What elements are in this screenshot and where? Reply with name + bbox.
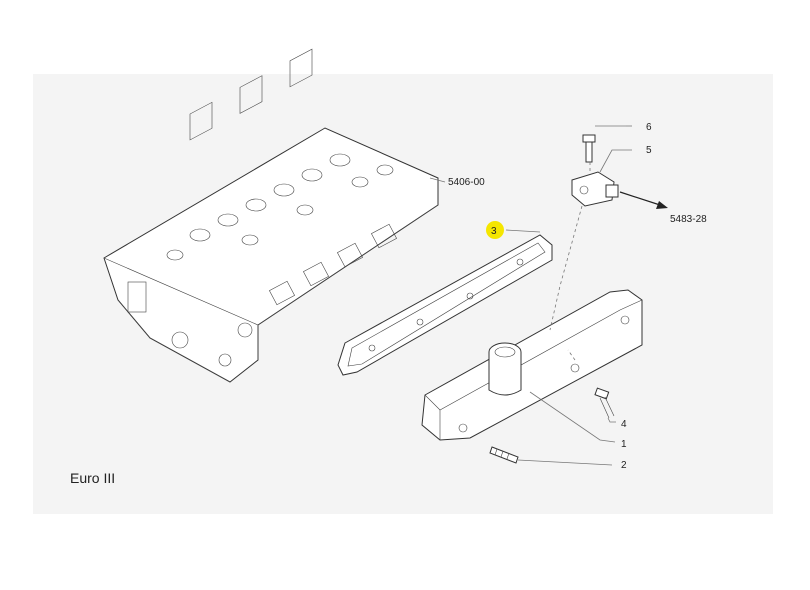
callout-3-highlight (486, 221, 504, 239)
callout-1: 1 (621, 439, 627, 450)
exhaust-manifold-drawing (421, 289, 643, 441)
stud-2-drawing (489, 446, 519, 464)
callout-3: 3 (491, 226, 497, 237)
variant-caption: Euro III (70, 470, 116, 486)
callout-2: 2 (621, 460, 627, 471)
leader-lines (429, 125, 668, 466)
bolt-4-drawing (594, 387, 615, 419)
ref-label-head: 5406-00 (448, 177, 485, 188)
sensor-5-drawing (571, 171, 619, 207)
ref-label-sensor: 5483-28 (670, 214, 707, 225)
cylinder-head-drawing (103, 48, 439, 383)
manifold-gasket-drawing (337, 234, 553, 376)
callout-4: 4 (621, 419, 627, 430)
callout-6: 6 (646, 122, 652, 133)
callout-5: 5 (646, 145, 652, 156)
screw-6-drawing (582, 134, 596, 163)
